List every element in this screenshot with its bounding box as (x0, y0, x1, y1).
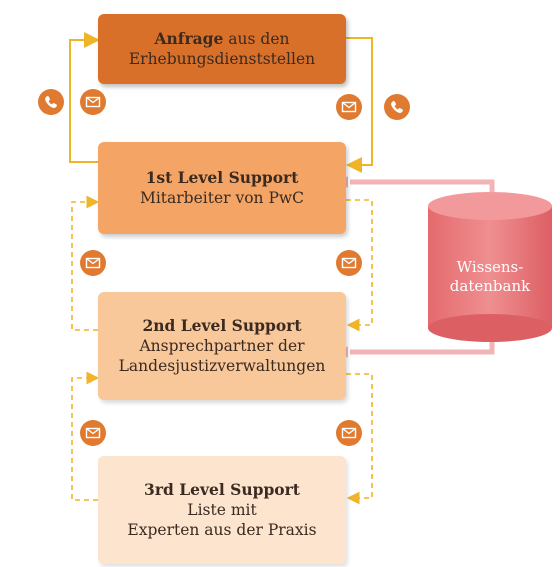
database-label: Wissens- datenbank (428, 258, 552, 296)
phone-icon (38, 89, 64, 115)
mail-icon (336, 250, 362, 276)
connector-request-to-l1 (346, 37, 373, 173)
connector-l2-to-l1 (71, 195, 100, 331)
mail-icon (336, 94, 362, 120)
level2-line-2: Ansprechpartner der (139, 337, 305, 355)
level1-box: 1st Level Support Mitarbeiter von PwC (98, 142, 346, 234)
request-line-1: Anfrage aus den (155, 29, 290, 49)
level1-line-2: Mitarbeiter von PwC (139, 189, 305, 207)
connector-l2-to-l3 (346, 373, 373, 505)
level3-line-3: Experten aus der Praxis (127, 521, 317, 539)
level2-box: 2nd Level Support Ansprechpartner der La… (98, 292, 346, 400)
level1-title: 1st Level Support (145, 168, 299, 187)
connector-l1-to-l2 (346, 199, 373, 332)
level2-line-3: Landesjustizverwaltungen (118, 357, 326, 375)
database-line-2: datenbank (449, 277, 531, 295)
level3-title: 3rd Level Support (144, 480, 300, 499)
phone-icon (384, 94, 410, 120)
mail-icon (80, 250, 106, 276)
request-line-2: Erhebungsdienststellen (128, 50, 316, 68)
connector-l1-to-request (69, 32, 100, 163)
database-cylinder (428, 192, 552, 342)
request-box: Anfrage aus den Erhebungsdienststellen (98, 14, 346, 84)
mail-icon (80, 89, 106, 115)
level2-title: 2nd Level Support (142, 316, 302, 335)
level3-box: 3rd Level Support Liste mit Experten aus… (98, 456, 346, 564)
mail-icon (80, 420, 106, 446)
level3-line-2: Liste mit (187, 501, 257, 519)
request-bold: Anfrage (154, 29, 224, 48)
database-line-1: Wissens- (456, 258, 524, 276)
mail-icon (336, 420, 362, 446)
request-rest: aus den (223, 30, 290, 48)
connector-l3-to-l2 (71, 371, 100, 501)
